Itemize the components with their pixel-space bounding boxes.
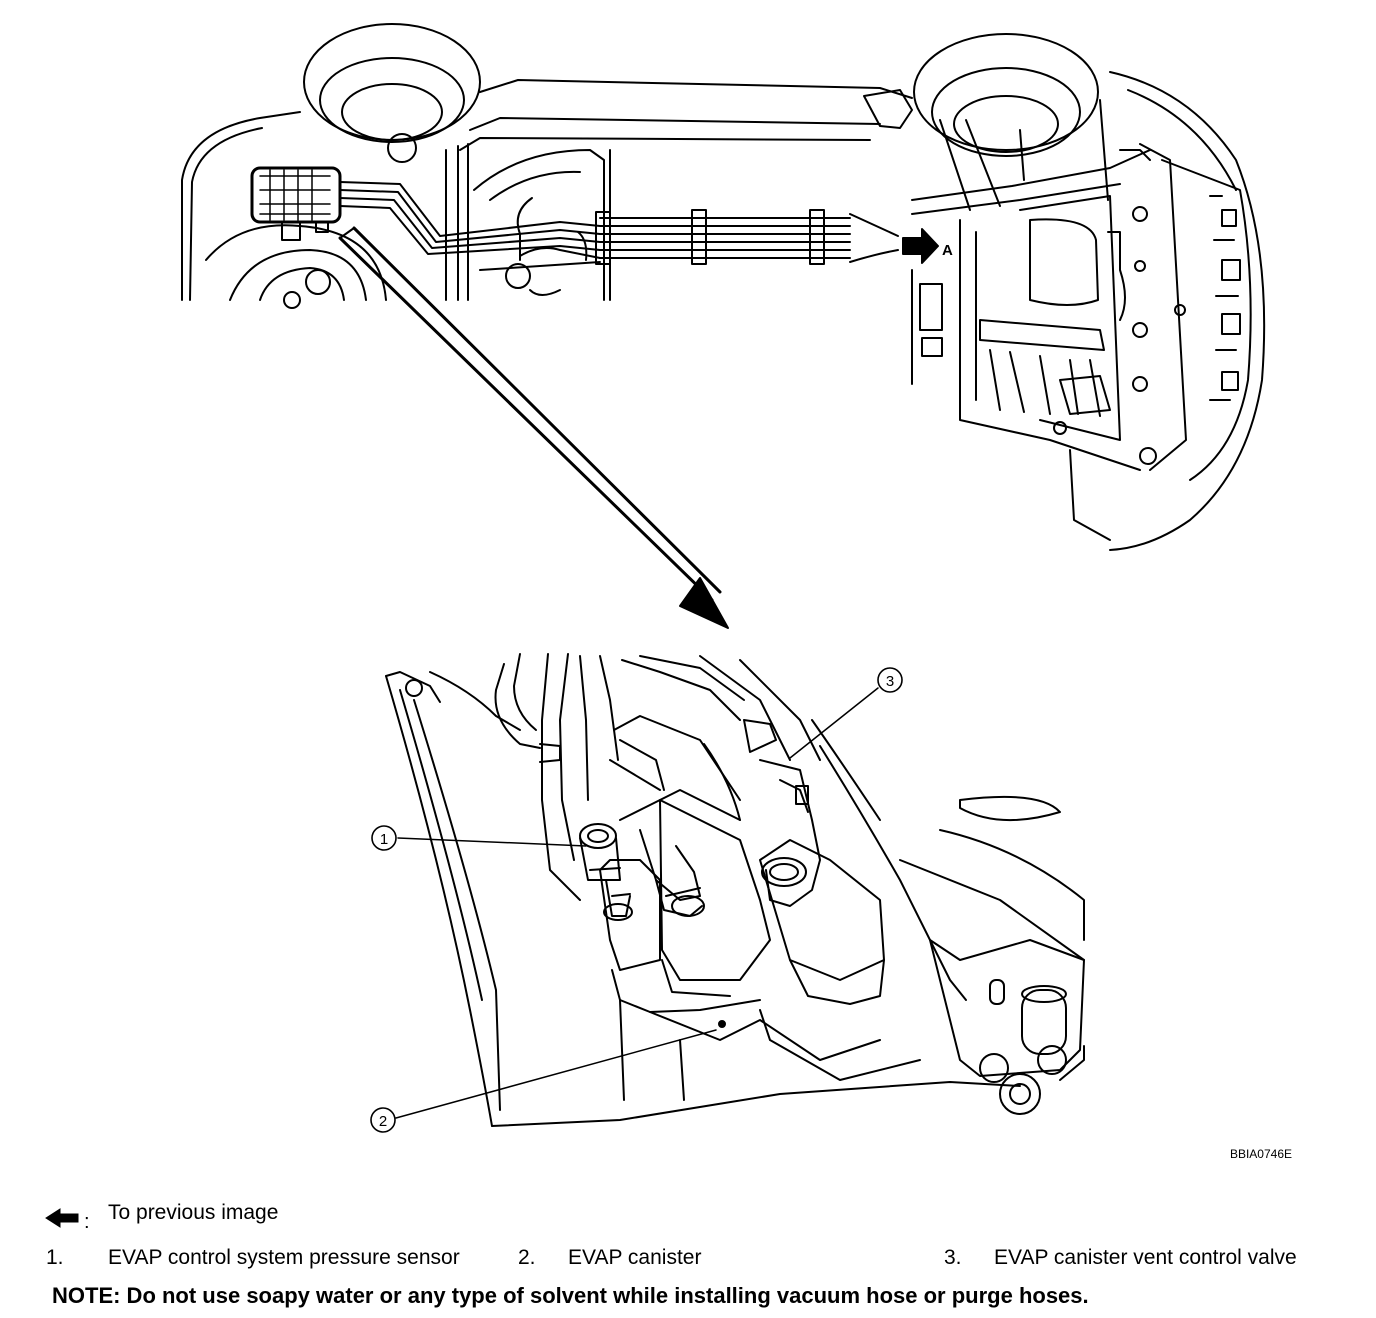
legend-item-1-number: 1. (46, 1246, 64, 1269)
figure-code: BBIA0746E (1230, 1147, 1292, 1161)
legend-item-3-number: 3. (944, 1246, 962, 1269)
view-marker-label: A (942, 242, 953, 259)
left-arrow-icon (45, 1208, 79, 1228)
vehicle-underbody-view (181, 23, 1266, 551)
vent-control-valve (743, 719, 821, 907)
callout-2-number: 2 (379, 1113, 387, 1130)
callout-1-circle (371, 825, 397, 851)
callout-leaders (395, 687, 879, 1119)
callout-1-number: 1 (380, 831, 388, 848)
front-wheel (913, 33, 1099, 151)
legend-item-2-number: 2. (518, 1246, 536, 1269)
callout-2-circle (370, 1107, 396, 1133)
wire-harness (339, 181, 899, 265)
legend-item-1-text: EVAP control system pressure sensor (108, 1246, 460, 1269)
legend-arrow-text: To previous image (108, 1201, 279, 1224)
legend-item-3-text: EVAP canister vent control valve (994, 1246, 1297, 1269)
pressure-sensor-block (250, 166, 342, 241)
detail-pointer-arrow (338, 226, 729, 629)
view-a-arrow (902, 228, 939, 264)
callout-3-number: 3 (886, 673, 894, 690)
front-subframe (863, 71, 1266, 551)
callout-3-circle (877, 667, 903, 693)
evap-canister (599, 715, 921, 1101)
pressure-sensor-fitting (579, 823, 633, 921)
legend-arrow-separator: : (84, 1211, 90, 1233)
installation-note: NOTE: Do not use soapy water or any type… (52, 1283, 1089, 1308)
canister-detail-view (370, 653, 1085, 1133)
purge-hose-fitting (639, 829, 705, 917)
legend-item-2-text: EVAP canister (568, 1246, 702, 1269)
